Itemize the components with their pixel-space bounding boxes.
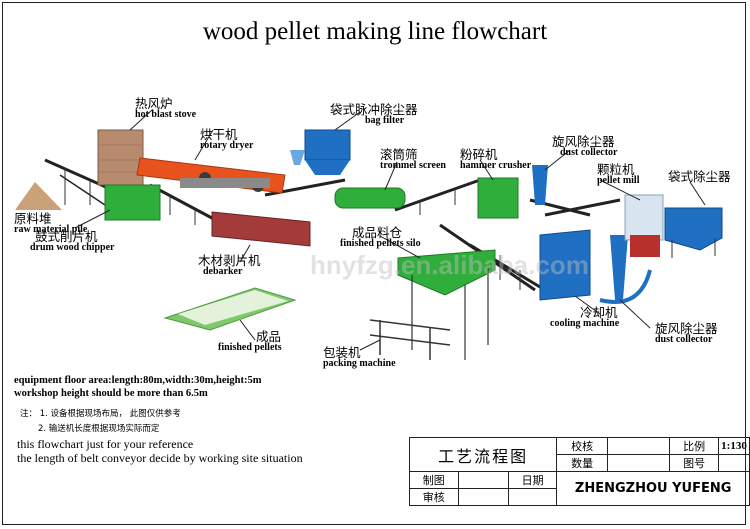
drawn-by-label: 制图 bbox=[409, 471, 459, 489]
hammer-crusher-machine bbox=[477, 177, 519, 219]
title-block: 工艺流程图 校核 比例 1:130 数量 图号 制图 日期 ZHENGZHOU … bbox=[408, 437, 750, 506]
cyclone-dust-collector-1 bbox=[532, 165, 548, 205]
hot-blast-stove bbox=[97, 129, 144, 186]
page-title: wood pellet making line flowchart bbox=[202, 18, 548, 45]
figure-number-label: 图号 bbox=[669, 454, 719, 472]
cooling-machine bbox=[539, 229, 591, 301]
note-cn-1: 1. 设备根据现场布局， 此图仅供参考 bbox=[39, 409, 181, 419]
company-name: ZHENGZHOU YUFENG bbox=[556, 471, 750, 506]
finished-pellets-bed bbox=[163, 287, 297, 331]
label-cooling-machine: 冷却机 cooling machine bbox=[550, 306, 619, 330]
drum-wood-chipper bbox=[104, 184, 161, 221]
label-finished-pellets: 成品 finished pellets bbox=[218, 330, 282, 354]
reference-notes: this flowchart just for your reference t… bbox=[17, 437, 303, 465]
bag-filter-machine bbox=[290, 129, 351, 175]
bag-dust-collector bbox=[664, 207, 723, 251]
label-en: bag filter bbox=[365, 115, 405, 127]
label-cn: 袋式脉冲除尘器 bbox=[330, 102, 418, 117]
label-pellet-mill: 颗粒机 pellet mill bbox=[597, 163, 640, 187]
label-cn: 木材剥片机 bbox=[198, 253, 261, 268]
pellet-mill-machine bbox=[624, 194, 664, 257]
label-cn: 袋式除尘器 bbox=[668, 169, 731, 184]
cyclone-dust-collector-2 bbox=[610, 235, 628, 300]
label-packing-machine: 包装机 packing machine bbox=[323, 346, 396, 370]
date-label: 日期 bbox=[507, 471, 558, 489]
label-cn: 鼓式削片机 bbox=[35, 229, 98, 244]
label-en: raw material pile bbox=[14, 224, 88, 236]
reviewed-by-label: 审核 bbox=[409, 488, 459, 506]
label-cn: 冷却机 bbox=[580, 305, 618, 320]
ratio-value: 1:130 bbox=[718, 437, 750, 455]
label-rotary-dryer: 烘干机 rotary dryer bbox=[200, 128, 253, 152]
label-hot-blast-stove: 热风炉 hot blast stove bbox=[135, 97, 196, 121]
label-cn: 原料堆 bbox=[14, 211, 52, 226]
raw-material-pile bbox=[15, 182, 62, 210]
label-cn: 旋风除尘器 bbox=[655, 321, 718, 336]
label-en: dust collector bbox=[655, 334, 713, 346]
note-workshop-height: workshop height should be more than 6.5m bbox=[14, 388, 208, 399]
label-bag-dust-collector: 袋式除尘器 bbox=[668, 170, 731, 183]
ratio-label: 比例 bbox=[669, 437, 719, 455]
label-cn: 粉碎机 bbox=[460, 147, 498, 162]
finished-pellets-silo bbox=[397, 249, 496, 360]
debarker-machine bbox=[211, 211, 311, 247]
label-en: finished pellets silo bbox=[340, 238, 421, 250]
label-en: rotary dryer bbox=[200, 140, 254, 152]
conveyor-legs bbox=[64, 168, 521, 290]
label-finished-pellets-silo: 成品料仓 finished pellets silo bbox=[340, 226, 421, 250]
quantity-label: 数量 bbox=[556, 454, 608, 472]
label-dust-collector-1: 旋风除尘器 dust collector bbox=[552, 135, 618, 159]
label-en: hammer crusher bbox=[460, 160, 532, 172]
note-conveyor-length: the length of belt conveyor decide by wo… bbox=[17, 451, 303, 465]
label-drum-wood-chipper: 鼓式削片机 drum wood chipper bbox=[30, 229, 114, 254]
label-cn: 成品 bbox=[256, 329, 282, 344]
label-trommel-screen: 滚筒筛 trommel screen bbox=[380, 148, 446, 172]
label-cn: 颗粒机 bbox=[597, 162, 635, 177]
label-cn: 旋风除尘器 bbox=[552, 134, 615, 149]
label-en: trommel screen bbox=[380, 160, 446, 172]
label-en: packing machine bbox=[323, 358, 396, 370]
label-hammer-crusher: 粉碎机 hammer crusher bbox=[460, 148, 531, 172]
packing-machine bbox=[369, 319, 451, 360]
label-en: finished pellets bbox=[218, 342, 282, 354]
rotary-dryer bbox=[136, 157, 286, 194]
label-dust-collector-2: 旋风除尘器 dust collector bbox=[655, 322, 718, 346]
label-en: cooling machine bbox=[550, 318, 620, 330]
label-cn: 滚筒筛 bbox=[380, 147, 418, 162]
watermark: hnyfzg.en.alibaba.com bbox=[310, 250, 589, 280]
note-reference: this flowchart just for your reference bbox=[17, 437, 194, 451]
label-cn: 成品料仓 bbox=[352, 225, 403, 240]
chinese-notes: 注： 1. 设备根据现场布局， 此图仅供参考 2. 输送机长度根据现场实际而定 bbox=[20, 407, 181, 437]
label-bag-filter: 袋式脉冲除尘器 bag filter bbox=[330, 103, 418, 127]
leader-lines bbox=[74, 109, 706, 351]
label-cn: 热风炉 bbox=[135, 96, 173, 111]
label-cn: 包装机 bbox=[323, 345, 361, 360]
label-cn: 烘干机 bbox=[200, 127, 238, 142]
label-en: debarker bbox=[203, 266, 243, 278]
note-floor-area: equipment floor area:length:80m,width:30… bbox=[14, 375, 262, 386]
drawing-name: 工艺流程图 bbox=[408, 437, 558, 472]
check-label: 校核 bbox=[556, 437, 608, 455]
label-en: hot blast stove bbox=[135, 109, 197, 121]
note-cn-2: 2. 输送机长度根据现场实际而定 bbox=[38, 424, 160, 434]
label-raw-material-pile: 原料堆 raw material pile bbox=[14, 212, 87, 236]
label-en: pellet mill bbox=[597, 175, 640, 187]
label-en: drum wood chipper bbox=[30, 242, 115, 254]
equipment-notes: equipment floor area:length:80m,width:30… bbox=[14, 374, 262, 400]
trommel-screen-machine bbox=[334, 187, 406, 209]
label-en: dust collector bbox=[560, 147, 618, 159]
label-debarker: 木材剥片机 debarker bbox=[198, 254, 261, 278]
note-label: 注： bbox=[20, 409, 38, 419]
